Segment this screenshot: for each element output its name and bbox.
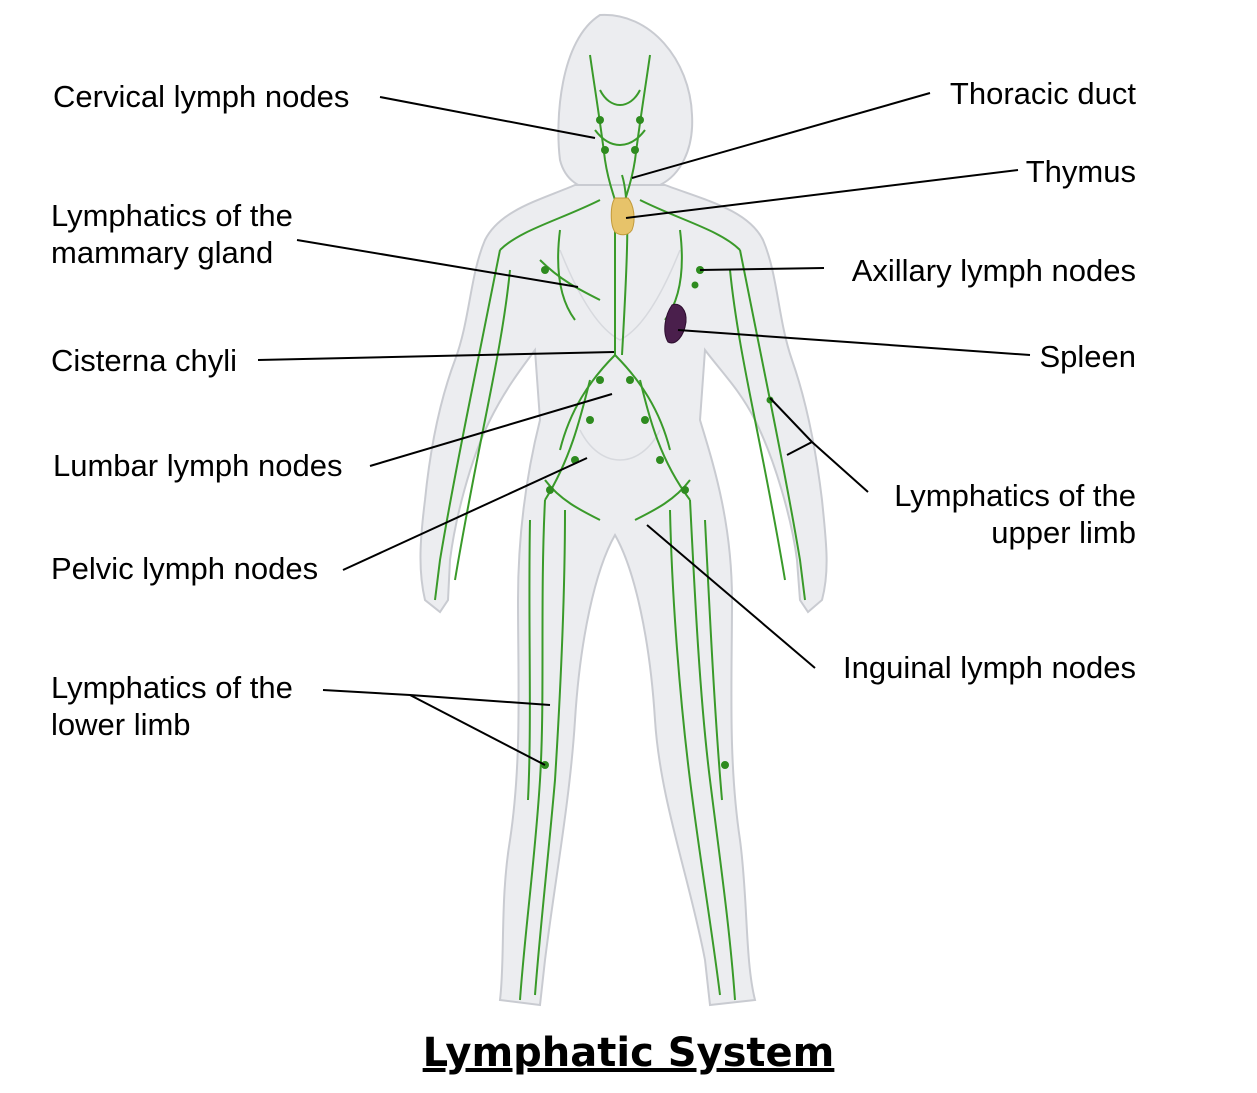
thymus-organ bbox=[610, 197, 635, 236]
spleen-organ bbox=[664, 303, 687, 344]
lymph-node bbox=[596, 116, 604, 124]
lymph-node bbox=[681, 486, 689, 494]
lymph-node bbox=[766, 396, 774, 404]
label-thoracic-duct: Thoracic duct bbox=[949, 76, 1136, 111]
lymph-node bbox=[631, 146, 639, 154]
leader-cisterna bbox=[257, 351, 615, 361]
leader-cervical bbox=[379, 96, 596, 139]
body-inner bbox=[559, 249, 681, 461]
lymph-node bbox=[721, 761, 729, 769]
label-mammary-line2: mammary gland bbox=[51, 235, 274, 270]
lymph-node bbox=[586, 416, 594, 424]
label-lower-limb-line1: Lymphatics of the bbox=[51, 670, 293, 705]
label-mammary-lymphatics: Lymphatics of the mammary gland bbox=[51, 197, 293, 271]
label-cervical-lymph-nodes: Cervical lymph nodes bbox=[53, 79, 350, 114]
lymphatic-vessels bbox=[434, 54, 806, 1001]
leader-lower-limb-2 bbox=[409, 694, 546, 766]
leader-lines bbox=[257, 92, 1031, 766]
lymph-node bbox=[641, 416, 649, 424]
lymph-nodes bbox=[541, 116, 774, 769]
label-spleen: Spleen bbox=[1039, 339, 1136, 374]
leader-spleen bbox=[677, 329, 1031, 356]
label-inguinal-lymph-nodes: Inguinal lymph nodes bbox=[843, 650, 1136, 685]
lymph-node bbox=[601, 146, 609, 154]
lymph-node bbox=[626, 376, 634, 384]
leader-inguinal bbox=[646, 524, 816, 669]
lymph-node bbox=[596, 376, 604, 384]
label-cisterna-chyli: Cisterna chyli bbox=[51, 343, 238, 378]
lymph-node bbox=[636, 116, 644, 124]
diagram-title: Lymphatic System bbox=[422, 1030, 835, 1076]
label-upper-limb-lymphatics: Lymphatics of the upper limb bbox=[894, 477, 1136, 551]
lymph-node bbox=[656, 456, 664, 464]
leader-lumbar bbox=[369, 393, 613, 467]
leader-pelvic bbox=[342, 457, 588, 571]
label-pelvic-lymph-nodes: Pelvic lymph nodes bbox=[51, 551, 319, 586]
leader-thoracic bbox=[631, 92, 931, 179]
leader-thymus bbox=[625, 169, 1019, 219]
lymph-node bbox=[541, 266, 549, 274]
label-lumbar-lymph-nodes: Lumbar lymph nodes bbox=[53, 448, 343, 483]
label-lower-limb-line2: lower limb bbox=[51, 707, 191, 742]
lymph-node bbox=[546, 486, 554, 494]
leader-axillary bbox=[699, 267, 825, 271]
label-upper-limb-line1: Lymphatics of the bbox=[894, 478, 1136, 513]
label-lower-limb-lymphatics: Lymphatics of the lower limb bbox=[51, 669, 293, 743]
body-silhouette bbox=[419, 13, 828, 1007]
label-mammary-line1: Lymphatics of the bbox=[51, 198, 293, 233]
leader-upper-limb-2 bbox=[786, 441, 813, 456]
label-upper-limb-line2: upper limb bbox=[991, 515, 1136, 550]
label-thymus: Thymus bbox=[1025, 154, 1136, 189]
leader-lower-limb bbox=[322, 689, 551, 706]
leader-mammary bbox=[296, 239, 579, 288]
label-axillary-lymph-nodes: Axillary lymph nodes bbox=[851, 253, 1136, 288]
lymph-node bbox=[691, 281, 699, 289]
